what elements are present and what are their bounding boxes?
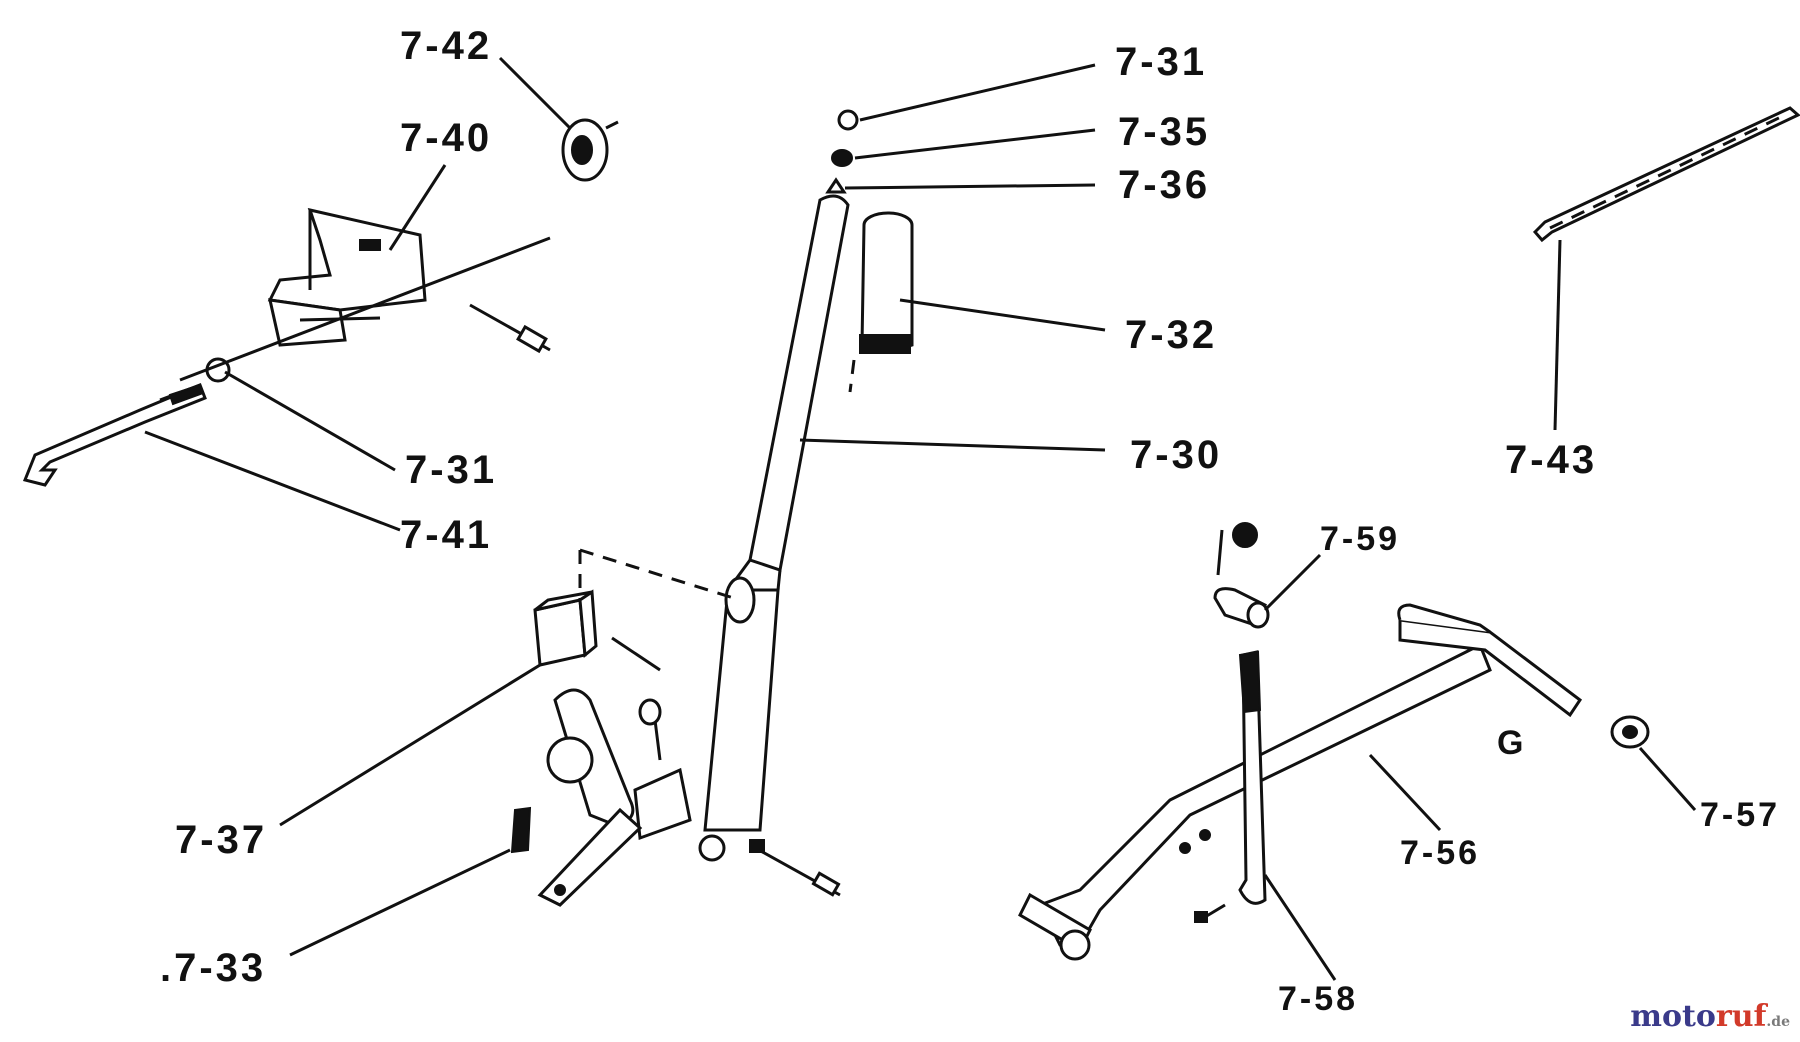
part-7-30-lever: [698, 194, 850, 862]
part-7-41-rod: [22, 383, 207, 487]
label-7-30: 7-30: [1130, 433, 1223, 477]
label-7-56: 7-56: [1400, 834, 1481, 872]
label-7-31-top: 7-31: [1115, 40, 1208, 84]
label-7-36: 7-36: [1118, 163, 1211, 207]
watermark-part3: .de: [1766, 1014, 1790, 1030]
label-7-33: .7-33: [160, 946, 267, 990]
label-7-40: 7-40: [400, 116, 493, 160]
part-7-31-ball-top: [837, 109, 859, 131]
label-7-43: 7-43: [1505, 438, 1598, 482]
label-7-42: 7-42: [400, 24, 493, 68]
part-7-58-pin: [1194, 650, 1267, 923]
label-7-58: 7-58: [1278, 980, 1359, 1018]
watermark-part2: ruf: [1715, 999, 1767, 1034]
label-7-59: 7-59: [1320, 520, 1401, 558]
part-7-57-bushing: [1610, 715, 1650, 749]
part-7-42-knob: [561, 118, 619, 182]
part-7-32-grip: [848, 211, 914, 393]
part-7-43-rod: [1532, 106, 1800, 243]
part-7-36-tip: [825, 177, 847, 194]
label-7-57: 7-57: [1700, 796, 1781, 834]
part-7-40-bracket: [267, 207, 427, 347]
watermark-logo: motoruf.de: [1630, 999, 1790, 1034]
part-7-33-spring: [510, 806, 532, 854]
part-7-56-bar: [1018, 603, 1583, 961]
part-screw: [469, 303, 551, 354]
label-7-41: 7-41: [400, 513, 493, 557]
part-7-37-block: [533, 548, 741, 672]
part-bolt-center: [749, 839, 841, 897]
label-7-37: 7-37: [175, 818, 268, 862]
label-g: G: [1497, 724, 1527, 762]
leader-lines: [144, 56, 1697, 981]
label-7-35: 7-35: [1118, 110, 1211, 154]
part-7-35-spring: [831, 149, 853, 167]
part-linkage: [537, 688, 692, 907]
leader-7-41-axis: [179, 236, 551, 382]
label-7-32: 7-32: [1125, 313, 1218, 357]
watermark-part1: moto: [1630, 999, 1716, 1034]
part-7-59-cap: [1213, 522, 1270, 629]
label-7-31-left: 7-31: [405, 448, 498, 492]
